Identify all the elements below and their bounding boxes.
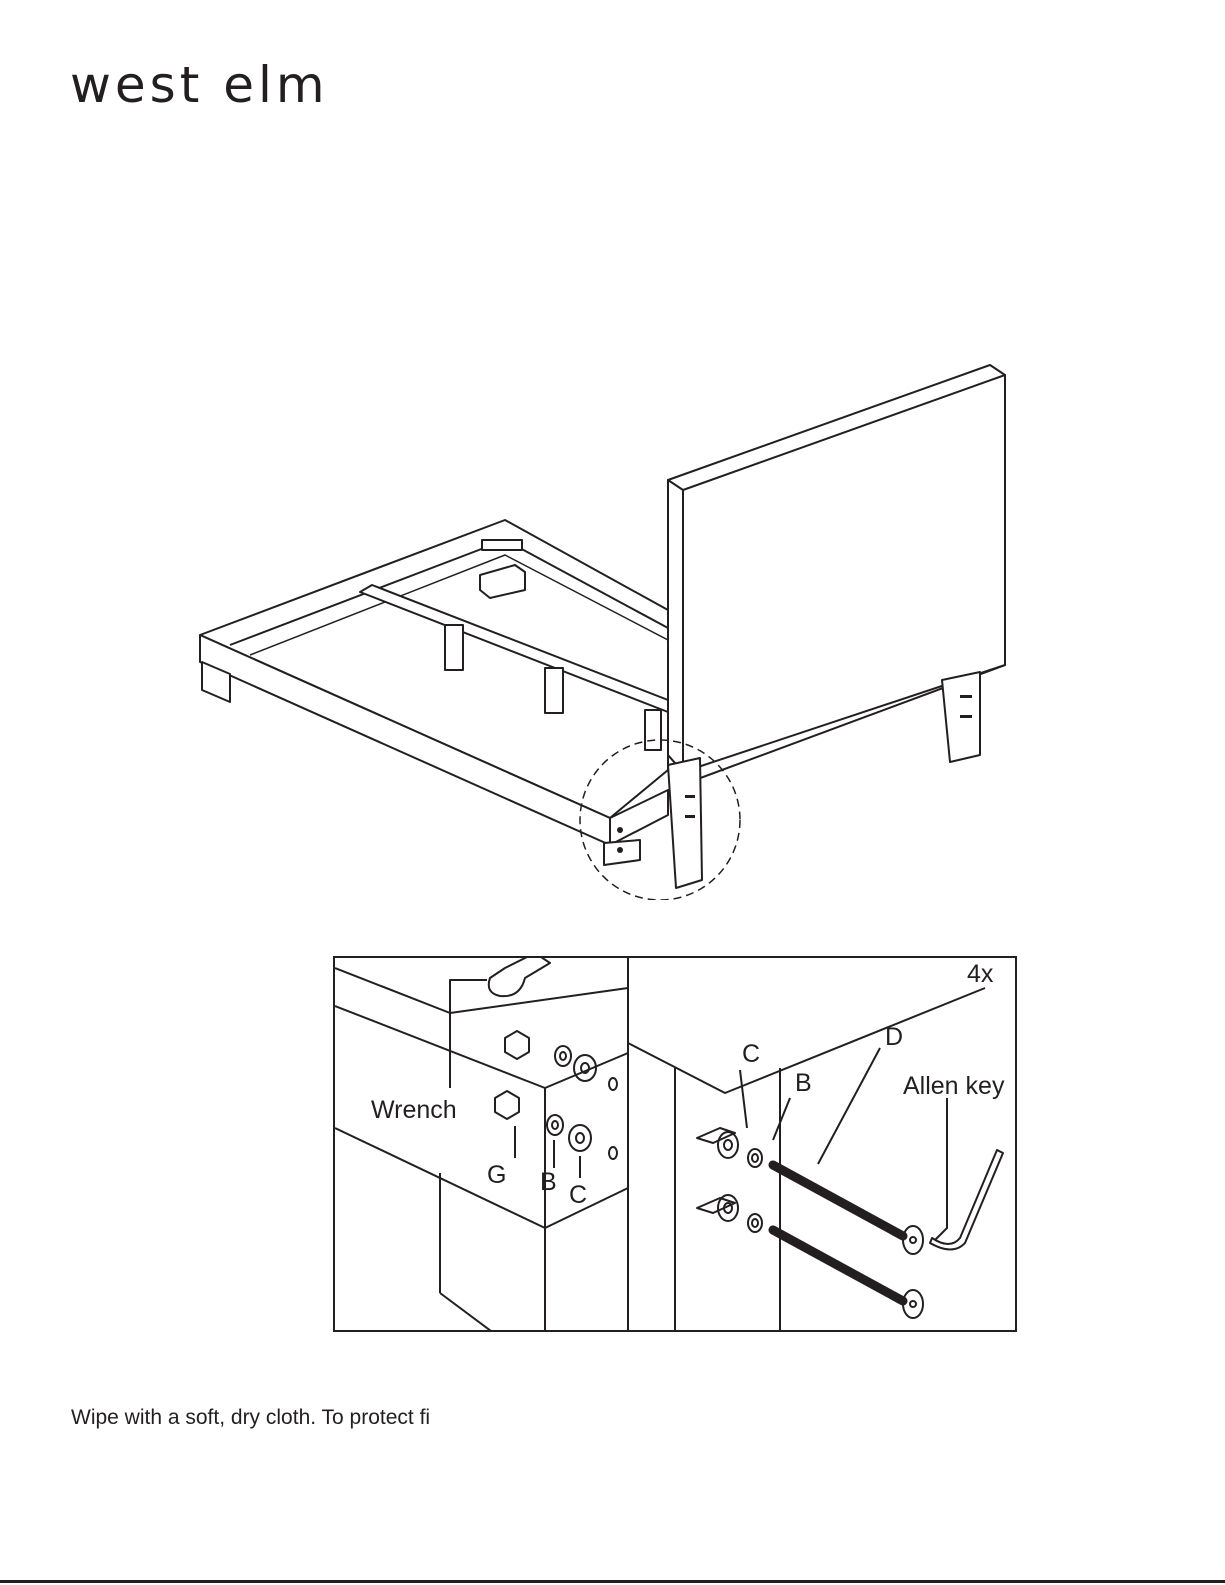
page-bottom-rule	[0, 1580, 1225, 1583]
label-part-g: G	[487, 1163, 506, 1188]
hardware-detail-panel: Wrench G B C 4x C B D Allen key	[333, 956, 1017, 1332]
hardware-detail-illustration	[335, 958, 1017, 1332]
label-wrench: Wrench	[371, 1098, 457, 1123]
label-part-d: D	[885, 1025, 903, 1050]
label-part-c-left: C	[569, 1183, 587, 1208]
care-instructions: Wipe with a soft, dry cloth. To protect …	[71, 1406, 430, 1430]
label-quantity: 4x	[967, 962, 993, 987]
bed-frame-illustration	[190, 360, 1030, 900]
label-part-b-right: B	[795, 1071, 812, 1096]
label-allen-key: Allen key	[903, 1074, 1004, 1099]
label-part-b-left: B	[540, 1170, 557, 1195]
label-part-c-right: C	[742, 1042, 760, 1067]
brand-logo: west elm	[70, 60, 329, 110]
